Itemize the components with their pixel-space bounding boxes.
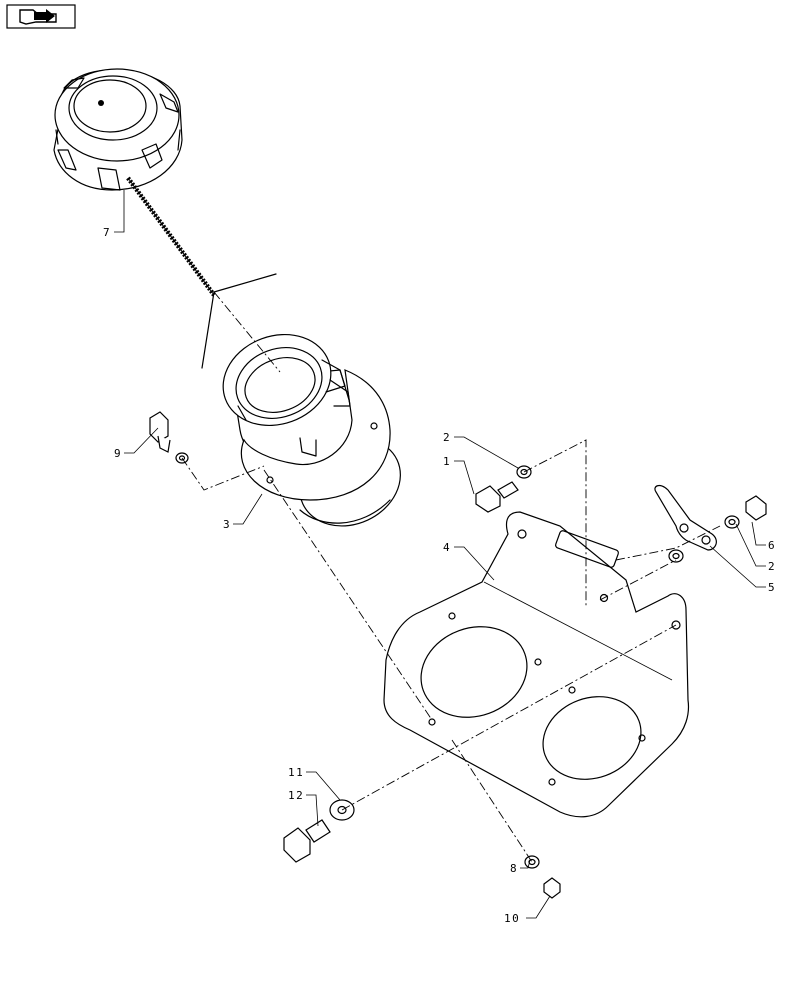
callout-6: 6 [768,539,776,552]
callout-labels: 7 9 3 2 1 4 6 2 5 11 12 8 10 [103,226,776,925]
page-navigation-arrow-icon[interactable] [6,4,76,29]
filler-neck [222,333,401,527]
bolt-9 [149,411,189,464]
callout-11: 11 [288,766,304,779]
assembly-centerlines [181,291,721,863]
washer-8-nut-10 [524,855,561,899]
mounting-bracket [383,511,690,818]
washer-2-and-nut-6 [668,495,767,563]
callout-1: 1 [443,455,451,468]
callout-4: 4 [443,541,451,554]
callout-10: 10 [504,912,520,925]
callout-2b: 2 [768,560,776,573]
callout-5: 5 [768,581,776,594]
leader-lines [114,190,766,919]
fuel-cap-assembly [53,68,277,369]
callout-2a: 2 [443,431,451,444]
callout-3: 3 [223,518,231,531]
bracket-5 [654,484,717,551]
callout-12: 12 [288,789,304,802]
callout-7: 7 [103,226,111,239]
callout-9: 9 [114,447,122,460]
callout-8: 8 [510,862,518,875]
bolt-1 [475,465,532,513]
